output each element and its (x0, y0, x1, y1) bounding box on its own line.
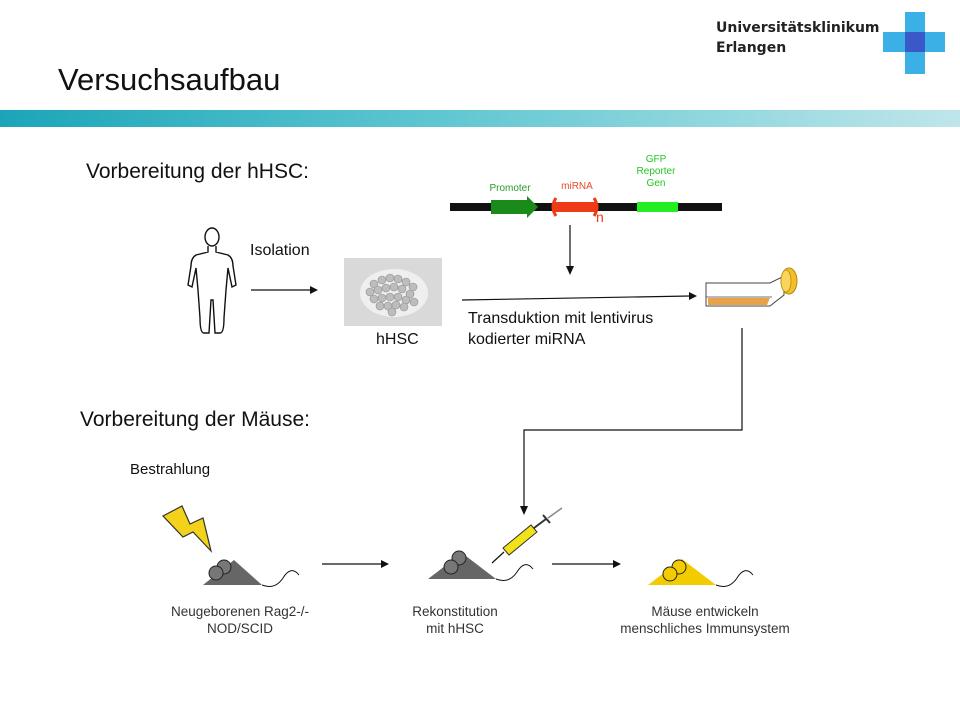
transduction-line1: Transduktion mit lentivirus (468, 310, 654, 327)
transduction-line2: kodierter miRNA (468, 331, 586, 348)
syringe-icon (491, 507, 563, 564)
transduction-arrow (461, 292, 697, 301)
mice-section-heading: Vorbereitung der Mäuse: (80, 408, 310, 431)
page-title: Versuchsaufbau (58, 62, 281, 97)
hhsc-section-heading: Vorbereitung der hHSC: (86, 160, 309, 183)
mouse-reconstitution-icon (428, 550, 534, 581)
irradiation-label: Bestrahlung (130, 461, 211, 478)
gfp-label-line2: Reporter (636, 166, 676, 177)
promoter-label: Promoter (489, 183, 531, 194)
flask-to-reconstitution-arrow (520, 328, 743, 515)
mouse-humanized-icon (648, 559, 754, 587)
mouse1-caption-line1: Neugeborenen Rag2-/- (170, 604, 310, 619)
mouse-arrow-2 (552, 560, 621, 568)
gfp-label: GFP Reporter Gen (626, 154, 686, 190)
hhsc-cells-image (344, 258, 442, 326)
header-band (0, 110, 960, 127)
mouse1-caption-line2: NOD/SCID (206, 621, 273, 636)
construct-to-transduction-arrow (566, 225, 574, 275)
lightning-icon (162, 505, 213, 554)
transduction-label: Transduktion mit lentivirus kodierter mi… (468, 308, 653, 350)
mouse2-caption: Rekonstitution mit hHSC (380, 603, 530, 637)
institution-name: Universitätsklinikum Erlangen (716, 18, 880, 58)
human-figure-icon (187, 227, 237, 334)
isolation-label: Isolation (250, 242, 310, 259)
gfp-label-line3: Gen (646, 178, 666, 189)
mirna-element (551, 197, 599, 217)
institution-line1: Universitätsklinikum (716, 20, 880, 36)
mouse1-caption: Neugeborenen Rag2-/- NOD/SCID (130, 603, 350, 637)
gfp-element (637, 202, 678, 212)
gfp-label-line1: GFP (645, 154, 667, 165)
university-cross-logo (883, 12, 945, 74)
culture-flask-icon (705, 267, 798, 307)
lentiviral-construct (450, 196, 722, 218)
mouse2-caption-line1: Rekonstitution (412, 604, 498, 619)
hhsc-cells-label: hHSC (376, 331, 419, 348)
mouse-newborn-icon (203, 559, 300, 587)
institution-line2: Erlangen (716, 40, 787, 56)
mirna-label: miRNA (561, 181, 593, 192)
mouse3-caption-line2: menschliches Immunsystem (620, 621, 790, 636)
mouse3-caption-line1: Mäuse entwickeln (651, 604, 759, 619)
promoter-element (491, 196, 538, 218)
mouse3-caption: Mäuse entwickeln menschliches Immunsyste… (585, 603, 825, 637)
isolation-arrow (251, 286, 318, 294)
mouse2-caption-line2: mit hHSC (426, 621, 484, 636)
hairpin-symbol: n (596, 209, 604, 225)
mouse-arrow-1 (322, 560, 389, 568)
